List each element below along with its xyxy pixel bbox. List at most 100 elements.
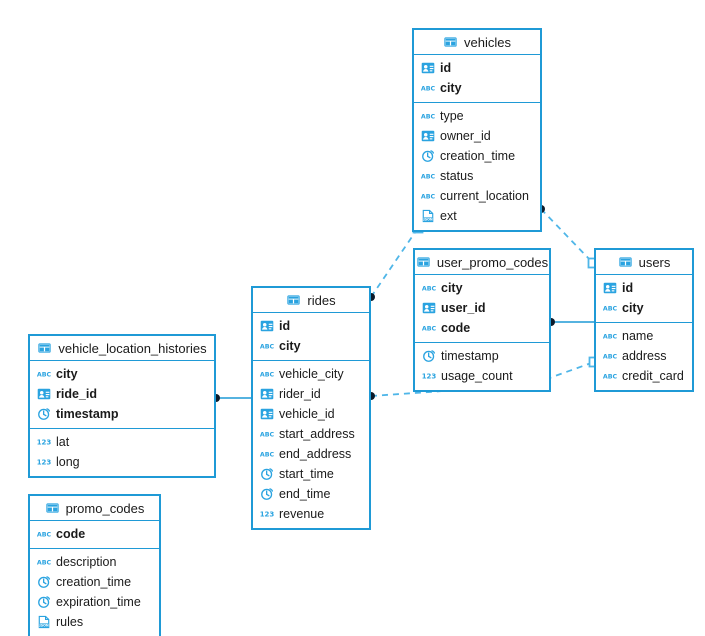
clock-icon (261, 468, 274, 480)
svg-text:ABC: ABC (422, 325, 436, 332)
field-row[interactable]: timestamp (30, 404, 214, 424)
entity-header-vehicle_location_histories[interactable]: vehicle_location_histories (30, 336, 214, 361)
entity-header-user_promo_codes[interactable]: user_promo_codes (415, 250, 549, 275)
field-row[interactable]: vehicle_id (253, 404, 369, 424)
field-label: city (56, 366, 78, 381)
svg-text:ABC: ABC (260, 431, 274, 438)
entity-header-promo_codes[interactable]: promo_codes (30, 496, 159, 521)
field-row[interactable]: expiration_time (30, 592, 159, 612)
primary-key-group: ABC code (30, 521, 159, 549)
clock-icon (38, 596, 51, 608)
svg-text:ABC: ABC (422, 285, 436, 292)
field-row[interactable]: timestamp (415, 346, 549, 366)
field-label: type (440, 108, 464, 123)
field-row[interactable]: id (253, 316, 369, 336)
field-label: start_time (279, 466, 334, 481)
field-row[interactable]: ABC code (30, 524, 159, 544)
field-label: creation_time (56, 574, 132, 589)
rel-users-user-promo-codes[interactable] (547, 318, 594, 326)
entity-title: vehicles (464, 34, 511, 50)
field-row[interactable]: id (414, 58, 540, 78)
field-row[interactable]: ABC type (414, 106, 540, 126)
field-row[interactable]: ABC code (415, 318, 549, 338)
svg-text:ABC: ABC (421, 193, 435, 200)
field-row[interactable]: rider_id (253, 384, 369, 404)
field-label: status (440, 168, 474, 183)
clock-icon (38, 408, 51, 420)
table-icon (38, 343, 52, 353)
entity-header-rides[interactable]: rides (253, 288, 369, 313)
entity-title: vehicle_location_histories (58, 340, 207, 356)
123-icon: 123 (37, 439, 51, 447)
field-row[interactable]: owner_id (414, 126, 540, 146)
field-label: credit_card (622, 368, 684, 383)
id-card-icon (260, 320, 274, 332)
id-card-icon (260, 408, 274, 420)
entity-header-users[interactable]: users (596, 250, 692, 275)
field-row[interactable]: user_id (415, 298, 549, 318)
abc-icon: ABC (421, 85, 435, 92)
field-row[interactable]: ABC city (253, 336, 369, 356)
id-card-icon (260, 388, 274, 400)
field-row[interactable]: creation_time (414, 146, 540, 166)
field-label: code (56, 526, 86, 541)
field-row[interactable]: 123 lat (30, 432, 214, 452)
svg-text:ABC: ABC (37, 531, 51, 538)
entity-title: user_promo_codes (436, 254, 549, 270)
field-row[interactable]: start_time (253, 464, 369, 484)
field-row[interactable]: id (596, 278, 692, 298)
field-label: user_id (441, 300, 486, 315)
field-label: end_address (279, 446, 352, 461)
field-label: id (622, 280, 634, 295)
abc-icon: ABC (421, 193, 435, 200)
table-icon (444, 37, 457, 47)
svg-text:ABC: ABC (421, 85, 435, 92)
abc-icon: ABC (421, 113, 435, 120)
abc-icon: ABC (260, 343, 274, 350)
field-label: code (441, 320, 471, 335)
field-label: timestamp (441, 348, 499, 363)
rel-vlh-rides[interactable] (212, 394, 251, 402)
field-label: end_time (279, 486, 331, 501)
field-row[interactable]: creation_time (30, 572, 159, 592)
field-row[interactable]: ride_id (30, 384, 214, 404)
entity-header-vehicles[interactable]: vehicles (414, 30, 540, 55)
field-label: city (279, 338, 301, 353)
field-row[interactable]: end_time (253, 484, 369, 504)
field-label: lat (56, 434, 70, 449)
svg-text:123: 123 (260, 511, 274, 519)
abc-icon: ABC (422, 325, 436, 332)
